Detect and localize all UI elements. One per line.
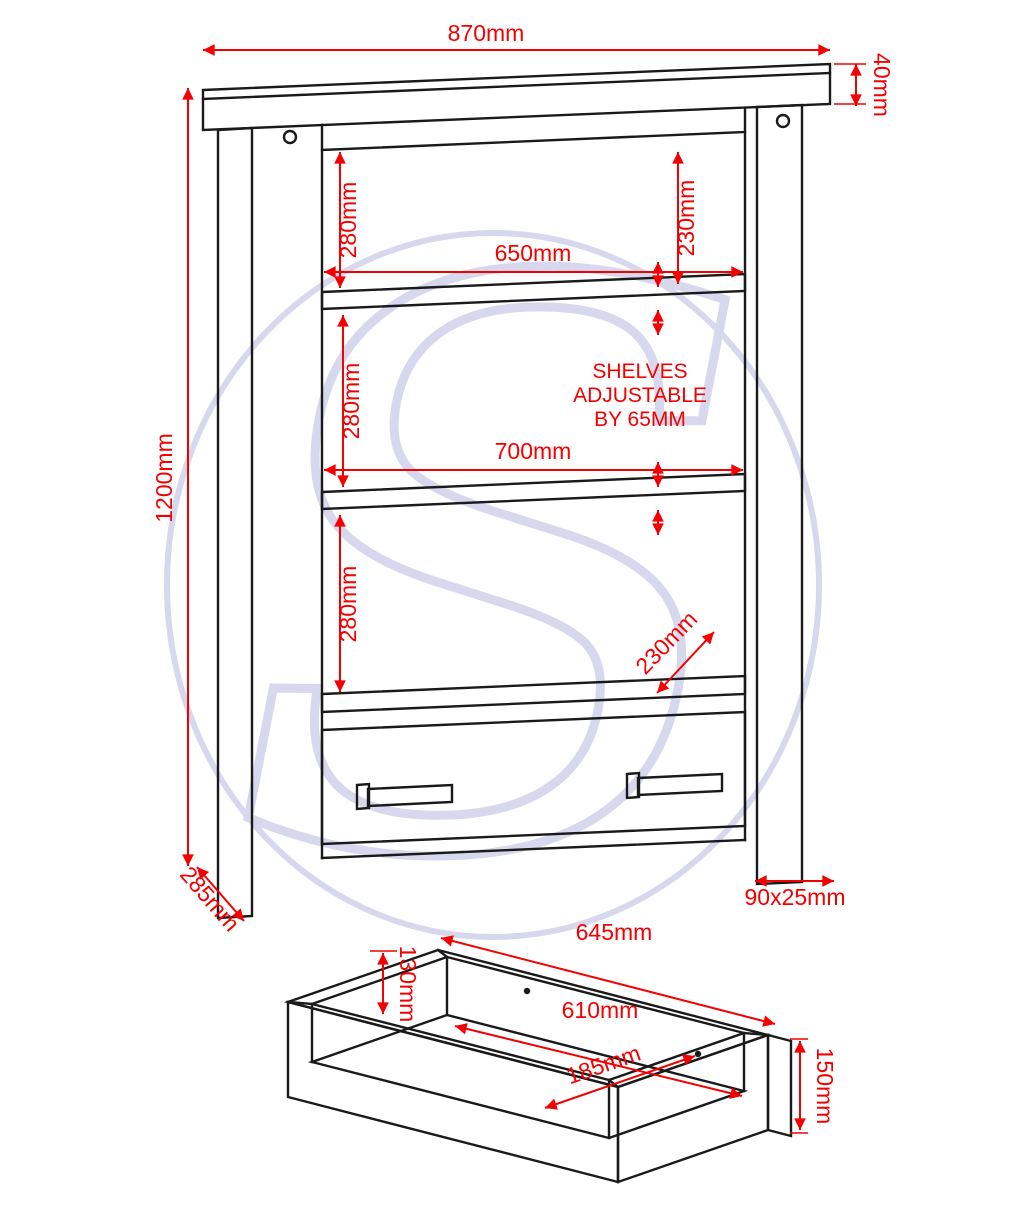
- dim-overall-height: 1200mm: [151, 88, 194, 866]
- dim-overall-width: 870mm: [203, 20, 830, 56]
- dim-shelf-lower-width: 700mm: [324, 438, 743, 476]
- dowel-hole-left: [282, 129, 298, 145]
- overall-height-label: 1200mm: [151, 433, 177, 522]
- top-thickness-label: 40mm: [869, 53, 895, 117]
- drawer-front: [320, 710, 747, 846]
- bay-2-label: 280mm: [338, 363, 364, 440]
- shelf-1: [320, 272, 747, 311]
- drawer-outer-height-label: 150mm: [812, 1048, 838, 1125]
- dim-shelf-upper-width: 650mm: [324, 240, 743, 278]
- left-leg: [216, 126, 254, 920]
- drawer-inner-height-label: 130mm: [395, 946, 421, 1023]
- leg-section-label: 90x25mm: [745, 884, 846, 910]
- brand-watermark: S: [164, 117, 822, 1034]
- rim-corner-2: [742, 1031, 770, 1037]
- bookcase-line-art: [201, 62, 832, 920]
- drawer-front-face: [286, 1000, 620, 1184]
- top-board-edge: [201, 71, 832, 101]
- bay-1-label: 280mm: [335, 182, 361, 259]
- overall-width-label: 870mm: [448, 20, 525, 46]
- bay-3-label: 280mm: [335, 566, 361, 643]
- drawer-end-panel: [766, 1033, 793, 1138]
- dim-drawer-outer-height: 150mm: [790, 1038, 838, 1134]
- shelf-2: [320, 472, 747, 511]
- shelf-lower-width-label: 700mm: [495, 438, 572, 464]
- drawer-inner-length-label: 610mm: [562, 997, 639, 1023]
- shelf-upper-width-label: 650mm: [495, 240, 572, 266]
- bottom-rail: [320, 838, 747, 860]
- right-leg: [755, 103, 804, 886]
- dim-drawer-outer-length: 645mm: [440, 919, 776, 1027]
- dim-bay-2: 280mm: [337, 315, 364, 487]
- shelf-note: SHELVES ADJUSTABLE BY 65MM: [573, 360, 707, 431]
- screw-hole-2: [694, 1050, 702, 1058]
- dim-drawer-inner-height: 130mm: [370, 946, 421, 1023]
- shelf-note-line1: SHELVES: [592, 360, 687, 383]
- dim-bay-1: 280mm: [334, 152, 361, 288]
- drawer-outer-length-label: 645mm: [576, 919, 653, 945]
- top-rail: [320, 130, 747, 152]
- screw-hole-1: [523, 987, 531, 995]
- drawer-handle-right-cap: [625, 771, 641, 800]
- dim-bay-3: 280mm: [334, 515, 361, 692]
- dim-top-thickness: 40mm: [834, 53, 895, 117]
- drawer-handle-left-cap: [355, 782, 371, 811]
- dim-top-to-shelf: 230mm: [672, 152, 699, 284]
- shelf-note-line3: BY 65MM: [594, 408, 686, 431]
- top-to-shelf-label: 230mm: [673, 180, 699, 257]
- top-board: [201, 62, 832, 132]
- shelf-3: [320, 674, 747, 714]
- dim-leg-section: 90x25mm: [745, 875, 846, 910]
- dowel-hole-right: [775, 113, 791, 129]
- shelf-note-line2: ADJUSTABLE: [573, 384, 707, 407]
